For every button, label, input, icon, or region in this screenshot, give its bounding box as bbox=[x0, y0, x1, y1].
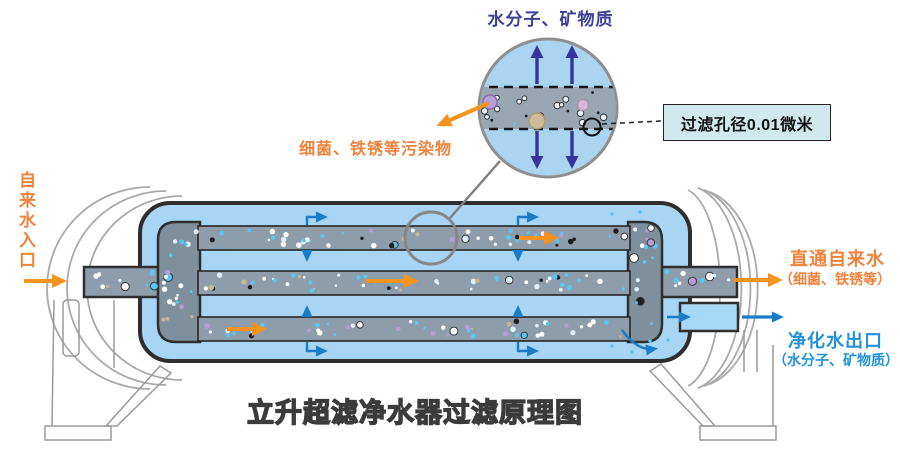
purified-water-outlet-sublabel: （水分子、矿物质） bbox=[773, 352, 899, 368]
right-collector bbox=[626, 220, 664, 344]
contaminant-particle-purple bbox=[482, 94, 498, 110]
right-foot bbox=[648, 330, 777, 441]
contaminant-label: 细菌、铁锈等污染物 bbox=[299, 141, 453, 158]
membrane-bar-bottom bbox=[197, 316, 631, 342]
purified-water-outlet-label: 净化水出口 bbox=[788, 331, 883, 351]
particle-dots bbox=[93, 210, 731, 354]
callout-leader-line bbox=[601, 120, 662, 125]
direct-tap-water-label: 直通自来水 bbox=[790, 249, 885, 269]
contaminant-particle-pink bbox=[576, 98, 590, 112]
pore-marker-ring bbox=[582, 117, 602, 137]
left-collector bbox=[156, 220, 202, 344]
magnifier-source-ring bbox=[403, 210, 459, 266]
water-molecule-arrows bbox=[530, 45, 579, 169]
contaminant-particle-rust bbox=[528, 112, 546, 130]
right-end-cap bbox=[687, 187, 759, 389]
pore-size-callout: 过滤孔径0.01微米 bbox=[663, 104, 831, 141]
left-foot bbox=[44, 299, 173, 441]
permeate-flow-arrows bbox=[301, 211, 784, 357]
tap-water-inlet-label: 自来水入口 bbox=[16, 171, 35, 271]
purified-outlet-pipe bbox=[678, 301, 740, 333]
raw-water-flow-arrows bbox=[24, 231, 783, 336]
magnifier-connector-line bbox=[449, 160, 501, 219]
magnified-membrane-view bbox=[436, 37, 619, 179]
diagram-title: 立升超滤净水器过滤原理图 bbox=[246, 397, 583, 428]
direct-tap-water-sublabel: （细菌、铁锈等） bbox=[779, 271, 891, 287]
contaminant-pointer-arrow bbox=[436, 101, 490, 127]
water-molecules-label: 水分子、矿物质 bbox=[487, 10, 614, 29]
pore-size-callout-text: 过滤孔径0.01微米 bbox=[680, 116, 814, 134]
